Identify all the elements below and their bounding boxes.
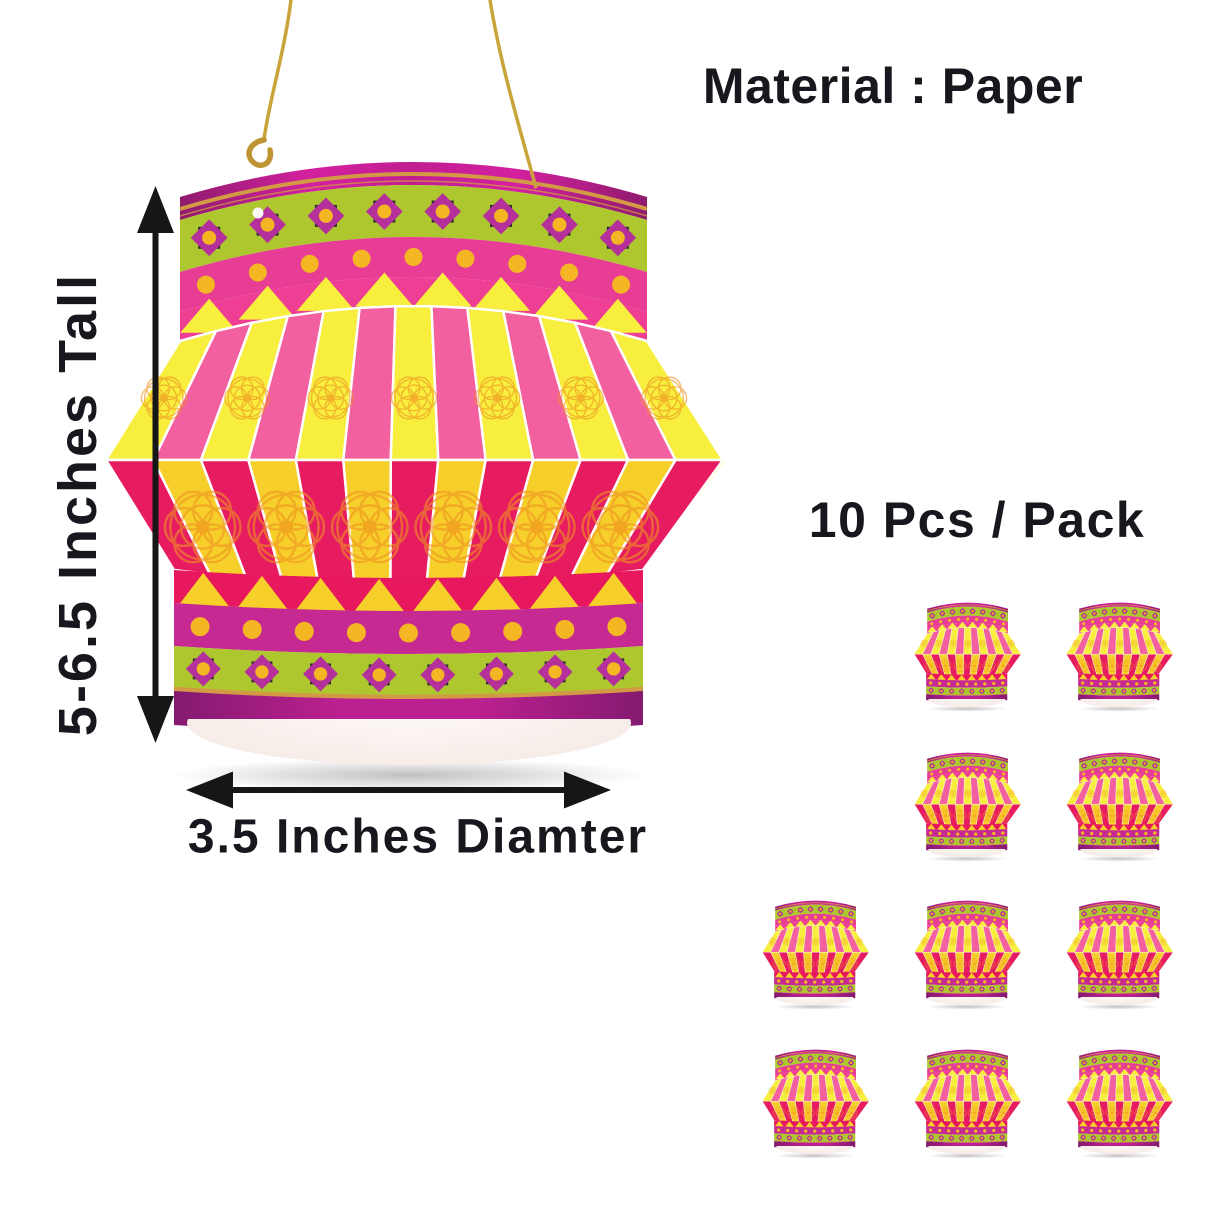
height-arrow-head-top: [137, 186, 174, 233]
diameter-dimension-arrow: [186, 771, 611, 809]
pack-count-label: 10 Pcs / Pack: [808, 492, 1146, 548]
height-dimension-label: 5-6.5 Inches Tall: [48, 271, 108, 737]
hanging-strings: [246, 0, 538, 219]
pack-mini-lantern: [914, 901, 1021, 1010]
diameter-arrow-head-right: [564, 771, 611, 809]
pack-mini-lantern: [762, 1050, 869, 1159]
pack-mini-lantern: [914, 603, 1021, 712]
lantern-product-photo: [105, 162, 725, 792]
pack-mini-lantern: [914, 753, 1021, 862]
pack-mini-lantern: [762, 901, 869, 1010]
pack-mini-lantern: [1066, 1050, 1173, 1159]
pack-mini-lantern: [1066, 603, 1173, 712]
pack-mini-lantern: [1066, 753, 1173, 862]
string-right: [488, 0, 538, 189]
pack-lantern-grid: [762, 603, 1173, 1159]
height-dimension-arrow: [137, 186, 174, 743]
string-left: [262, 0, 293, 141]
pack-mini-lantern: [1066, 901, 1173, 1010]
height-arrow-head-bottom: [137, 696, 174, 743]
string-hole: [252, 207, 264, 219]
material-label: Material : Paper: [702, 58, 1084, 114]
pack-mini-lantern: [914, 1050, 1021, 1159]
string-hook: [246, 137, 274, 168]
diameter-arrow-head-left: [186, 771, 233, 809]
diameter-dimension-label: 3.5 Inches Diamter: [187, 810, 649, 864]
